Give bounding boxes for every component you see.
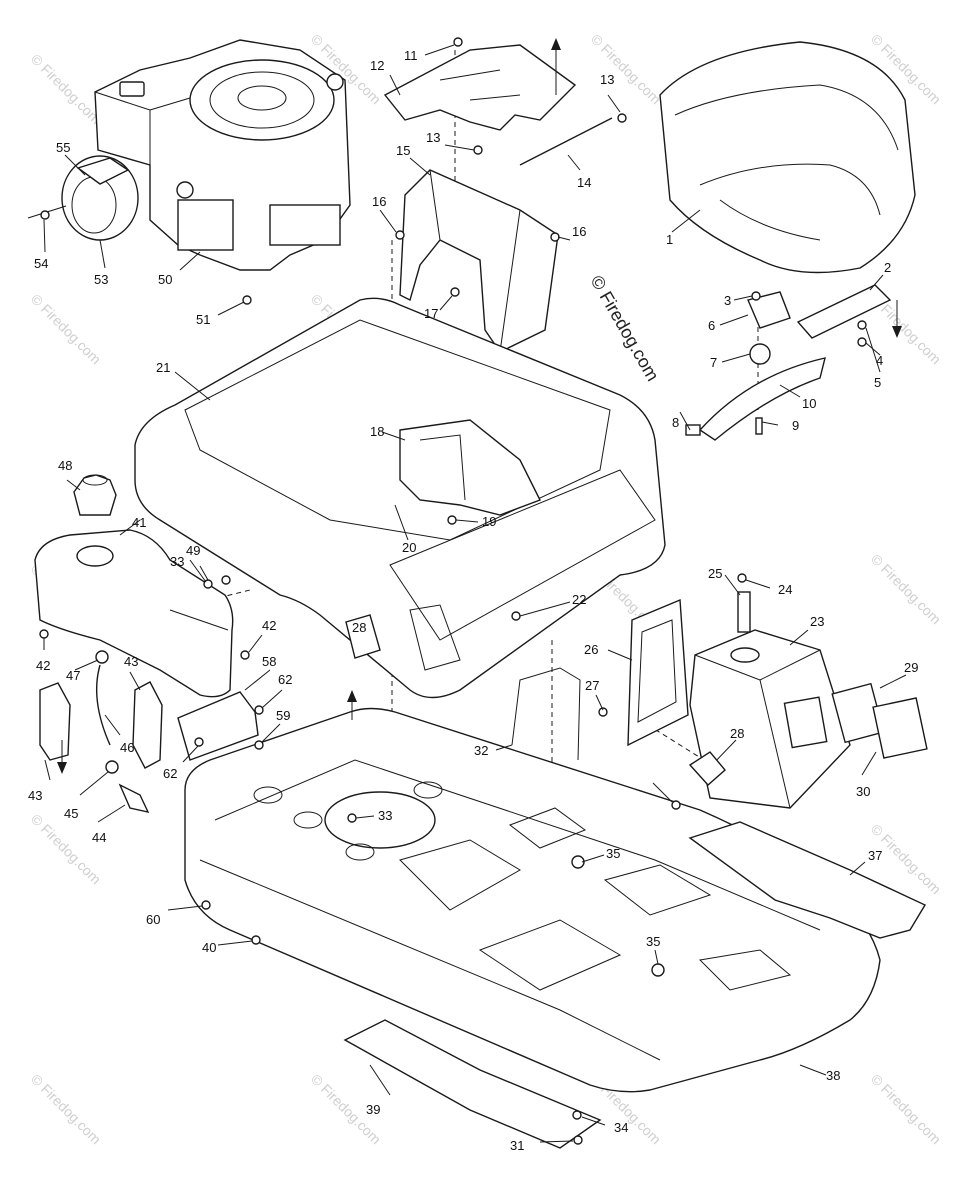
callout-label: 27 — [585, 678, 599, 693]
callout-label: 34 — [614, 1120, 628, 1135]
fasteners — [39, 37, 867, 1145]
callout-label: 28 — [352, 620, 366, 635]
watermark: © Firedog.com — [28, 811, 104, 887]
callout-label: 43 — [28, 788, 42, 803]
callout-label: 35 — [606, 846, 620, 861]
watermark: © Firedog.com — [28, 291, 104, 367]
callout-label: 35 — [646, 934, 660, 949]
copyright-mark: © Firedog.com — [587, 272, 663, 384]
callout-label: 45 — [64, 806, 78, 821]
mat-37 — [688, 821, 926, 939]
callout-label: 60 — [146, 912, 160, 927]
callout-label: 11 — [404, 48, 418, 63]
fuel-tank — [34, 529, 234, 698]
callout-label: 58 — [262, 654, 276, 669]
callout-label: 29 — [904, 660, 918, 675]
direction-arrows — [57, 38, 902, 774]
watermark: © Firedog.com — [28, 51, 104, 127]
callout-label: 42 — [262, 618, 276, 633]
callout-label: 62 — [163, 766, 177, 781]
callout-label: 10 — [802, 396, 816, 411]
callout-label: 37 — [868, 848, 882, 863]
callout-label: 28 — [730, 726, 744, 741]
copyright-text: © Firedog.com — [587, 272, 663, 384]
callout-label: 33 — [378, 808, 392, 823]
callout-label: 47 — [66, 668, 80, 683]
support-15 — [399, 169, 559, 353]
callout-labels: 1 2 3 4 5 6 7 8 9 10 11 12 13 13 14 15 1… — [28, 48, 918, 1153]
seat-hardware — [685, 284, 892, 441]
engine — [94, 39, 351, 271]
callout-label: 32 — [474, 743, 488, 758]
callout-label: 38 — [826, 1068, 840, 1083]
fuel-cap — [73, 474, 117, 516]
callout-label: 17 — [424, 306, 438, 321]
callout-label: 31 — [510, 1138, 524, 1153]
watermark: © Firedog.com — [588, 31, 664, 107]
component-18 — [399, 419, 541, 516]
callout-label: 3 — [724, 293, 731, 308]
callout-label: 48 — [58, 458, 72, 473]
callout-label: 12 — [370, 58, 384, 73]
callout-label: 41 — [132, 515, 146, 530]
body-shell — [134, 297, 666, 699]
callout-label: 2 — [884, 260, 891, 275]
callout-label: 42 — [36, 658, 50, 673]
callout-label: 7 — [710, 355, 717, 370]
callout-label: 8 — [672, 415, 679, 430]
rod-32 — [511, 667, 581, 761]
callout-label: 21 — [156, 360, 170, 375]
callout-label: 25 — [708, 566, 722, 581]
watermark: © Firedog.com — [868, 1071, 944, 1147]
console-23 — [689, 591, 851, 809]
callout-label: 62 — [278, 672, 292, 687]
callout-label: 46 — [120, 740, 134, 755]
callout-label: 33 — [170, 554, 184, 569]
engine-bracket — [383, 44, 577, 131]
rod-14 — [519, 117, 613, 166]
callout-label: 26 — [584, 642, 598, 657]
callout-label: 50 — [158, 272, 172, 287]
callout-label: 16 — [572, 224, 586, 239]
callout-label: 13 — [600, 72, 614, 87]
mat-39 — [343, 1019, 602, 1149]
callout-label: 5 — [874, 375, 881, 390]
callout-label: 49 — [186, 543, 200, 558]
callout-label: 16 — [372, 194, 386, 209]
seat — [659, 41, 916, 274]
callout-label: 9 — [792, 418, 799, 433]
callout-label: 55 — [56, 140, 70, 155]
gauges — [831, 682, 928, 759]
callout-label: 59 — [276, 708, 290, 723]
callout-label: 19 — [482, 514, 496, 529]
callout-label: 23 — [810, 614, 824, 629]
callout-label: 51 — [196, 312, 210, 327]
callout-label: 44 — [92, 830, 106, 845]
callout-label: 40 — [202, 940, 216, 955]
callout-label: 13 — [426, 130, 440, 145]
base-38 — [184, 707, 881, 1093]
watermark: © Firedog.com — [868, 551, 944, 627]
callout-label: 54 — [34, 256, 48, 271]
callout-label: 14 — [577, 175, 591, 190]
callout-label: 18 — [370, 424, 384, 439]
callout-label: 30 — [856, 784, 870, 799]
muffler — [27, 155, 139, 241]
decals-28 — [345, 614, 726, 786]
leader-lines — [43, 44, 907, 1143]
callout-label: 6 — [708, 318, 715, 333]
watermark: © Firedog.com — [28, 1071, 104, 1147]
callout-label: 4 — [876, 353, 883, 368]
callout-label: 53 — [94, 272, 108, 287]
callout-label: 1 — [666, 232, 673, 247]
panel-26 — [627, 598, 689, 747]
callout-label: 20 — [402, 540, 416, 555]
callout-label: 22 — [572, 592, 586, 607]
callout-label: 39 — [366, 1102, 380, 1117]
callout-label: 15 — [396, 143, 410, 158]
callout-label: 43 — [124, 654, 138, 669]
callout-label: 24 — [778, 582, 792, 597]
fuel-line — [95, 650, 150, 813]
